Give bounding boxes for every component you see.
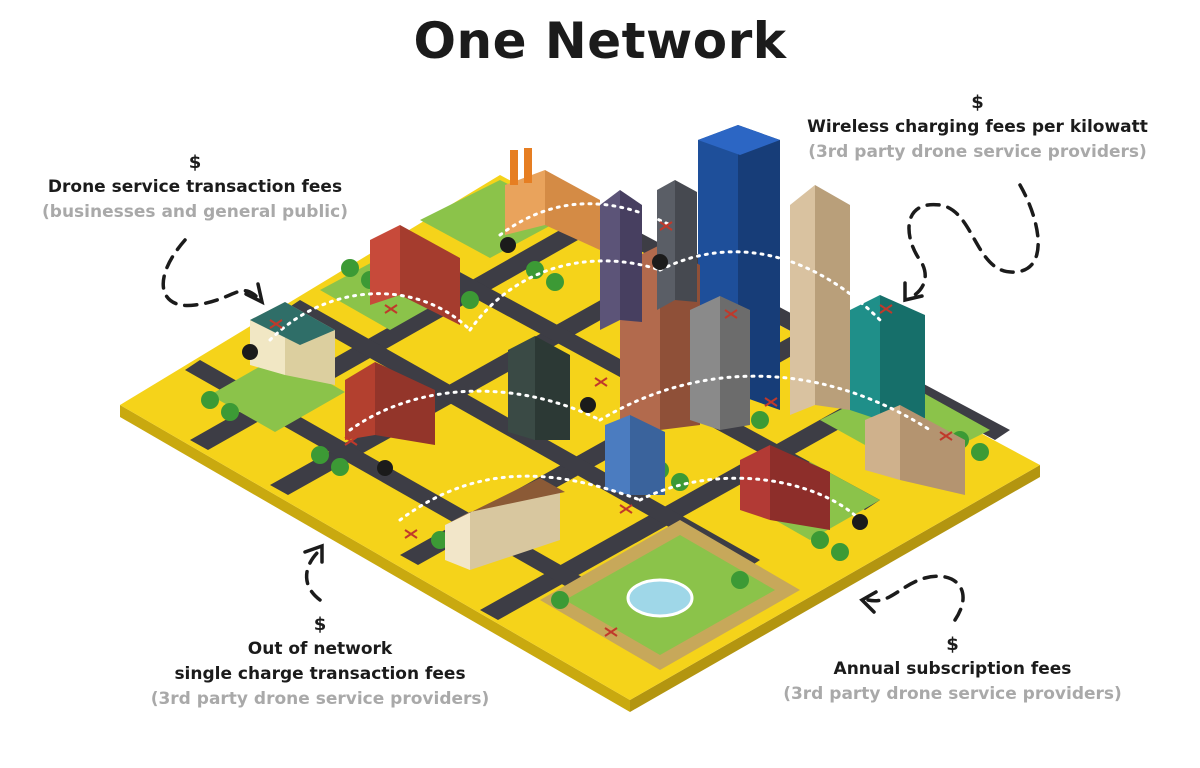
dollar-sign: $ bbox=[188, 152, 202, 173]
arrowhead-out-of-network bbox=[303, 543, 324, 564]
dollar-sign: $ bbox=[946, 634, 959, 655]
dollar-sign: $ bbox=[971, 92, 984, 113]
arrowhead-annual-subscription bbox=[859, 590, 878, 614]
label-main-line1: Out of network bbox=[247, 639, 393, 659]
charging-pad-icons bbox=[242, 237, 868, 530]
label-sub: (3rd party drone service providers) bbox=[808, 142, 1147, 162]
label-sub: (businesses and general public) bbox=[42, 202, 348, 222]
skyscraper-beige bbox=[790, 185, 850, 415]
label-drone-service-fees: $ Drone service transaction fees (busine… bbox=[30, 150, 360, 225]
building-red-corner bbox=[740, 445, 830, 530]
label-main-line2: single charge transaction fees bbox=[174, 664, 466, 684]
arrowhead-wireless bbox=[903, 281, 924, 303]
label-sub: (3rd party drone service providers) bbox=[783, 684, 1122, 704]
skyscraper-grey bbox=[690, 296, 750, 430]
label-main: Wireless charging fees per kilowatt bbox=[807, 117, 1148, 137]
label-annual-subscription-fees: $ Annual subscription fees (3rd party dr… bbox=[765, 632, 1140, 707]
park-fountain bbox=[626, 578, 694, 618]
dashed-arrow-out-of-network bbox=[304, 550, 322, 602]
building-dark-green bbox=[508, 336, 570, 440]
dashed-arrow-wireless bbox=[907, 183, 1040, 300]
clinic-building bbox=[250, 302, 335, 385]
tower-dark-grey bbox=[657, 180, 697, 310]
dashed-arrow-annual-subscription bbox=[866, 574, 965, 622]
dashed-arrow-drone-service bbox=[161, 238, 260, 308]
drones bbox=[269, 221, 953, 637]
page-title: One Network bbox=[413, 12, 787, 70]
city-base-side-left bbox=[120, 405, 630, 712]
city-base-side-right bbox=[630, 465, 1040, 712]
label-out-of-network-fees: $ Out of network single charge transacti… bbox=[130, 612, 510, 712]
arrowhead-drone-service bbox=[244, 282, 265, 306]
dollar-sign: $ bbox=[313, 614, 327, 635]
label-main: Annual subscription fees bbox=[833, 659, 1072, 679]
drone-flight-paths bbox=[268, 202, 932, 522]
building-blue-house bbox=[605, 415, 665, 495]
school-red bbox=[345, 362, 435, 445]
building-red-brick bbox=[370, 225, 460, 325]
label-wireless-charging-fees: $ Wireless charging fees per kilowatt (3… bbox=[785, 90, 1170, 165]
label-sub: (3rd party drone service providers) bbox=[150, 689, 490, 709]
building-beige-office bbox=[865, 405, 965, 495]
label-main: Drone service transaction fees bbox=[47, 177, 343, 197]
building-teal bbox=[850, 295, 925, 420]
factory bbox=[505, 148, 600, 250]
restaurant-building bbox=[445, 478, 565, 570]
